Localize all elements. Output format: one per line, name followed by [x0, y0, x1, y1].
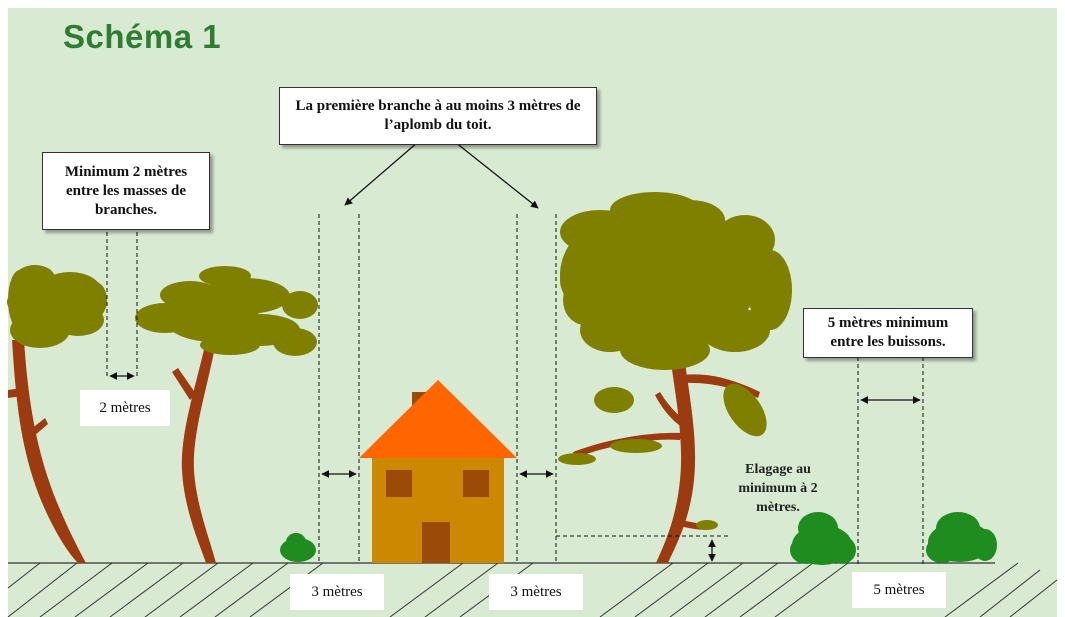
ground [7, 562, 1058, 617]
house [359, 380, 517, 563]
measure-between-bushes: 5 mètres [852, 572, 946, 608]
bush-small [280, 533, 316, 562]
tree-large [558, 192, 792, 563]
dimension-arrows [109, 141, 921, 562]
branch-spacing-callout: Minimum 2 mètres entre les masses de bra… [42, 152, 210, 230]
measure-between-trees: 2 mètres [80, 390, 170, 426]
bush-right [926, 512, 997, 563]
bush-middle [790, 512, 856, 565]
pruning-note: Elagage au minimum à 2 mètres. [738, 462, 818, 515]
measure-right-of-house: 3 mètres [489, 574, 583, 610]
measure-left-of-house: 3 mètres [290, 574, 384, 610]
first-branch-callout: La première branche à au moins 3 mètres … [279, 87, 597, 145]
dimension-guides [106, 214, 924, 565]
page-title: Schéma 1 [63, 18, 222, 55]
bush-spacing-callout: 5 mètres minimum entre les buissons. [803, 308, 973, 358]
tree-middle-left [135, 266, 318, 563]
tree-left [7, 265, 107, 563]
